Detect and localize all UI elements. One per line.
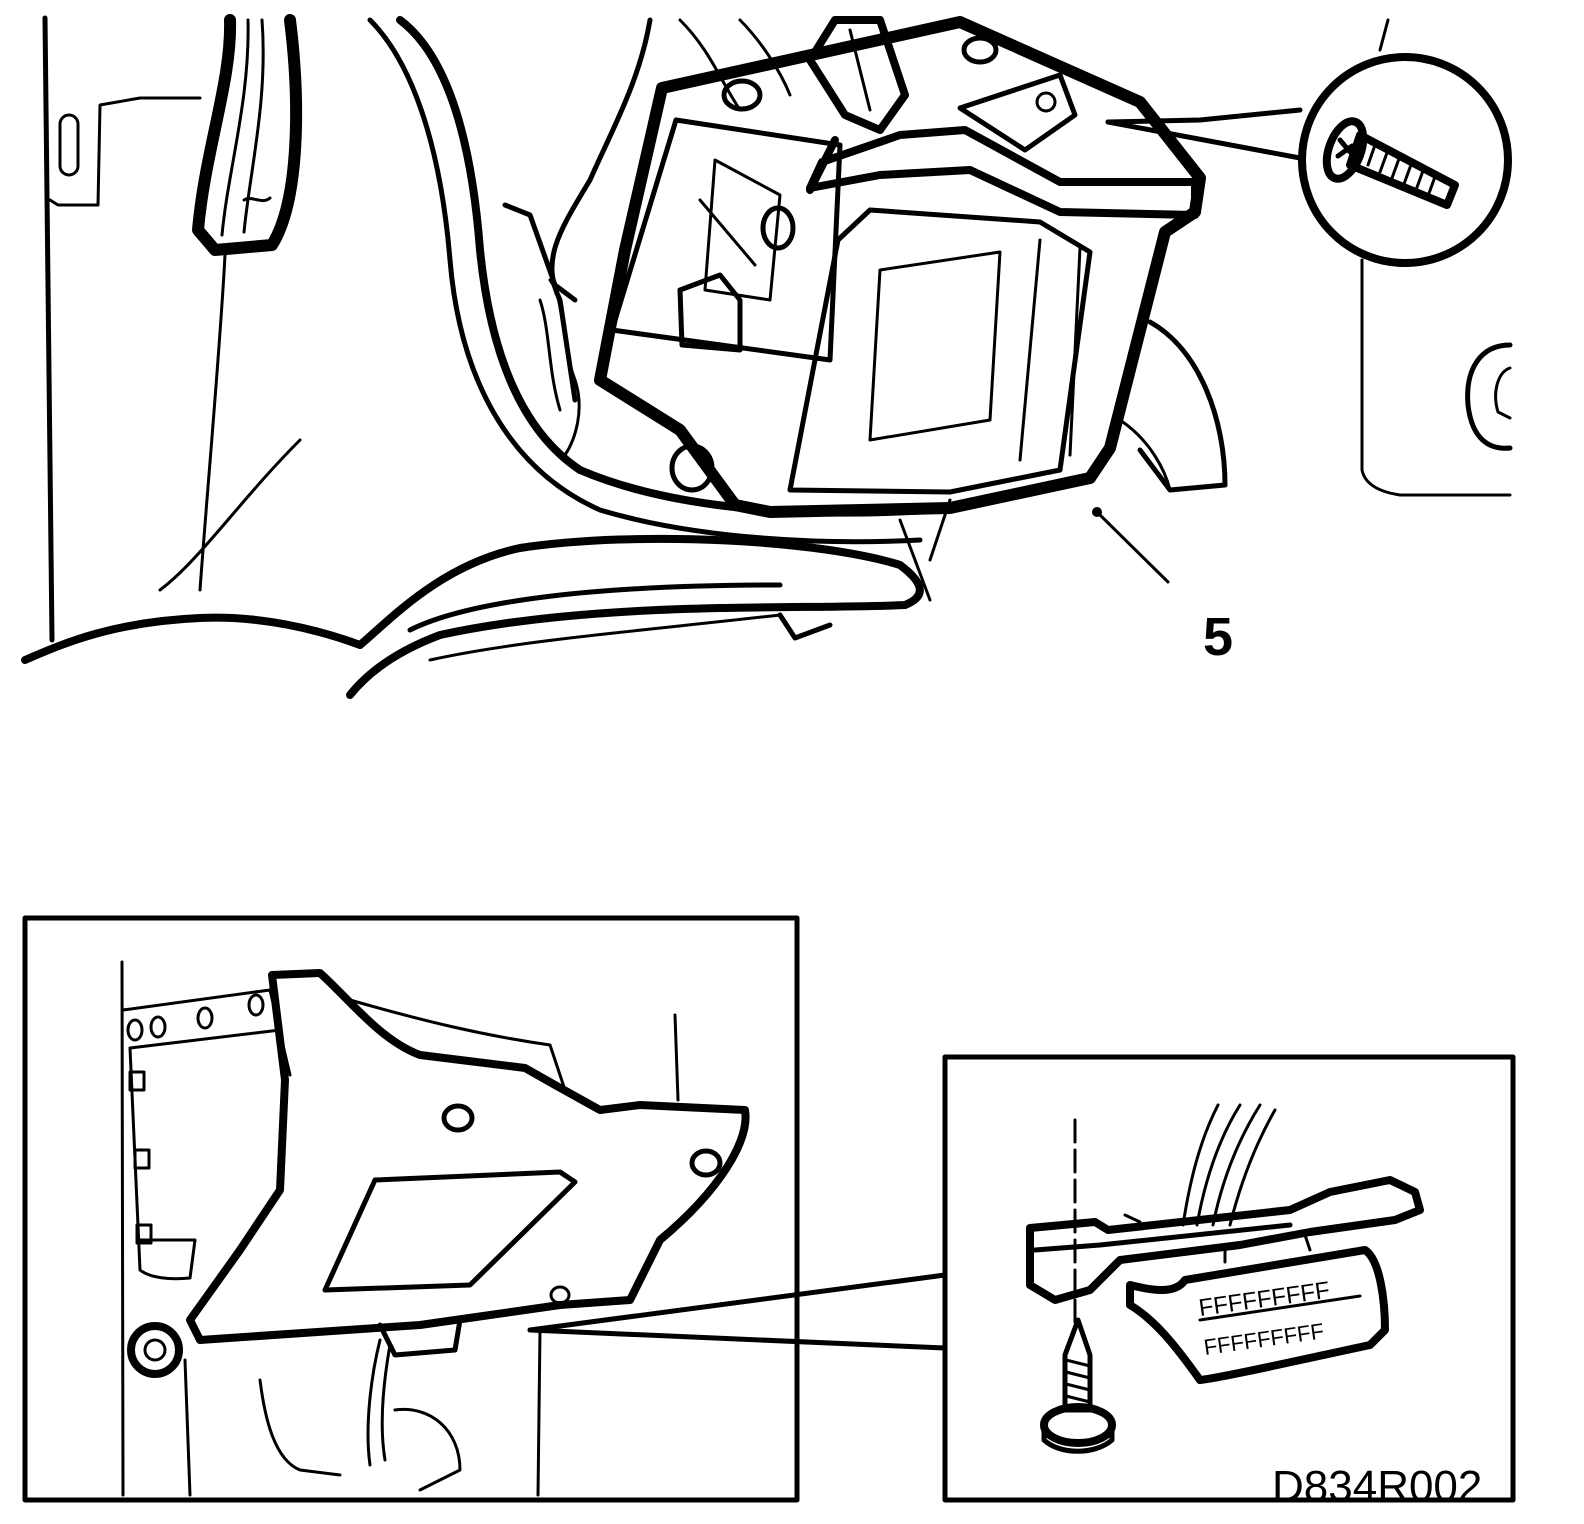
screw-detail-circle — [1298, 53, 1512, 267]
screw-leader — [1105, 107, 1303, 161]
diagnostic-connector: FFFFFFFFF FFFFFFFFF — [1026, 1103, 1424, 1454]
lower-panel-frame — [22, 915, 948, 1503]
pin-row-upper: FFFFFFFFF — [1197, 1277, 1331, 1322]
control-module — [594, 16, 1228, 518]
callout-label-5: 5 — [1203, 607, 1234, 667]
figure-code: D834R002 — [1272, 1462, 1483, 1511]
floor-contour — [21, 498, 952, 699]
callout-5-leader — [1092, 507, 1170, 584]
top-scene — [21, 14, 1513, 699]
pin-row-lower: FFFFFFFFF — [1202, 1318, 1325, 1360]
left-trim-panel — [42, 14, 303, 643]
connector-zoom-leader — [527, 1272, 948, 1351]
right-wall — [1360, 18, 1513, 497]
lower-trim-panel — [120, 960, 750, 1497]
cable-duct — [367, 16, 934, 545]
connector-detail-frame: FFFFFFFFF FFFFFFFFF — [942, 1054, 1516, 1503]
